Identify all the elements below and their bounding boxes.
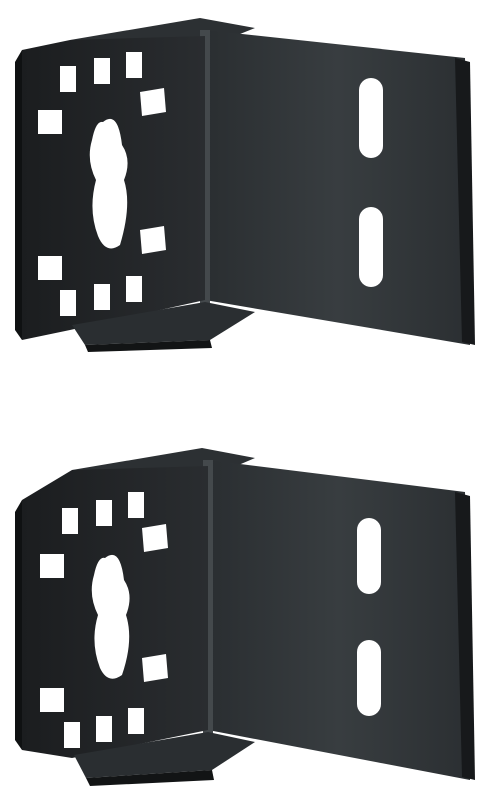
bracket-bottom (0, 430, 497, 790)
keyhole (89, 118, 128, 249)
slot-upper (357, 518, 381, 594)
right-plate (208, 460, 470, 780)
keyhole (91, 554, 130, 679)
right-plate (205, 30, 470, 345)
bottom-flange (72, 302, 255, 345)
slot-lower (357, 640, 381, 716)
bracket-top (0, 0, 497, 360)
bracket-top-drawing (15, 18, 475, 352)
bracket-bottom-drawing (15, 448, 475, 786)
slot-lower (359, 207, 383, 287)
slot-upper (359, 78, 383, 158)
bottom-flange (74, 732, 255, 778)
